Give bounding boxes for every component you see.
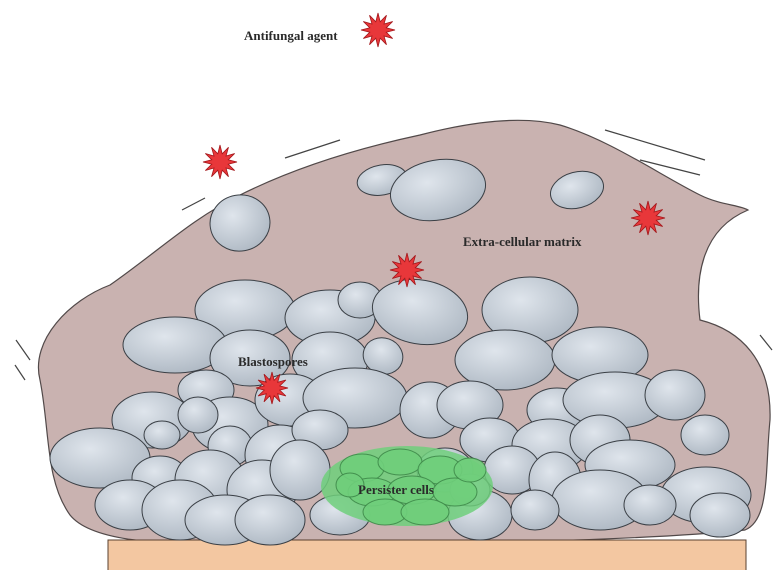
- blastospore-cell: [690, 493, 750, 537]
- persister-cell: [363, 499, 407, 525]
- antifungal-agent-label: Antifungal agent: [244, 28, 338, 44]
- antifungal-star-icon: [203, 145, 237, 179]
- persister-cell: [454, 458, 486, 482]
- blastospore-cell: [144, 421, 180, 449]
- blastospore-cell: [511, 490, 559, 530]
- blastospore-cell: [270, 440, 330, 500]
- persister-cell: [401, 499, 449, 525]
- blastospore-cell: [645, 370, 705, 420]
- blastospores-label: Blastospores: [238, 354, 308, 370]
- antifungal-star-icon: [361, 13, 395, 47]
- blastospore-cell: [681, 415, 729, 455]
- blastospore-cell: [178, 397, 218, 433]
- blastospore-cell: [624, 485, 676, 525]
- blastospore-cell: [235, 495, 305, 545]
- persister-cells-label: Persister cells: [358, 482, 434, 498]
- substrate: [108, 540, 746, 570]
- extracellular-matrix-label: Extra-cellular matrix: [463, 234, 582, 250]
- persister-cell: [378, 449, 422, 475]
